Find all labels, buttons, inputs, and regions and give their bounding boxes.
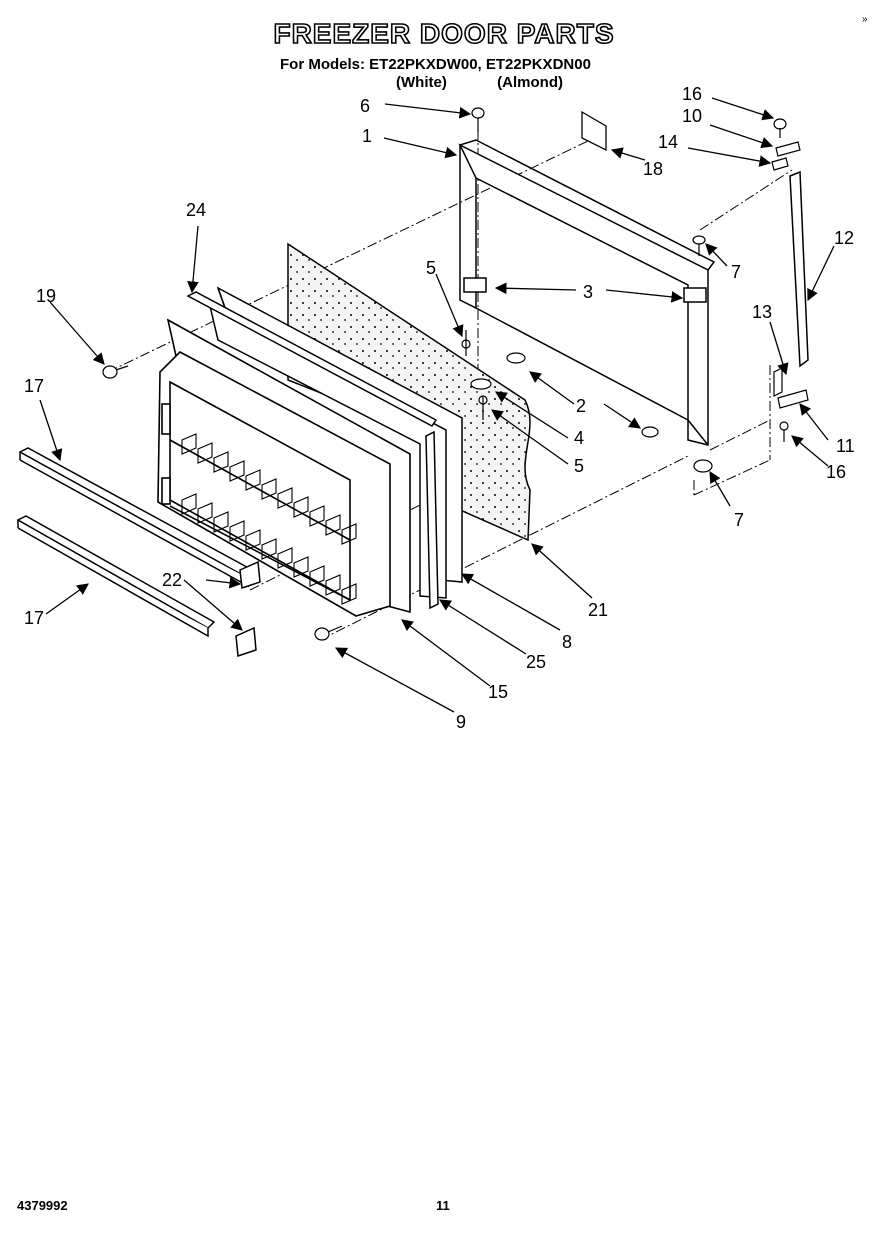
callout-24: 24: [186, 200, 206, 220]
variant-almond: (Almond): [497, 74, 563, 91]
callout-17-bottom: 17: [24, 608, 44, 628]
model-variants: (White) (Almond): [396, 74, 563, 91]
callout-12: 12: [834, 228, 854, 248]
gasket-layers: [186, 286, 463, 610]
callout-labels: 6 1 18 16 10 14 12 7 3 5 24 19 13 2 4 5 …: [24, 84, 855, 732]
page-title: FREEZER DOOR PARTS: [273, 17, 615, 50]
callout-16-bottom: 16: [826, 462, 846, 482]
variant-white: (White): [396, 74, 447, 91]
callout-7-bottom: 7: [734, 510, 744, 530]
trim-strips: [16, 447, 261, 658]
corner-mark: »: [862, 14, 868, 25]
hardware: [102, 107, 809, 641]
callout-18: 18: [643, 159, 663, 179]
document-number: 4379992: [17, 1198, 68, 1213]
callout-4: 4: [574, 428, 584, 448]
callout-9: 9: [456, 712, 466, 732]
callout-10: 10: [682, 106, 702, 126]
callout-3: 3: [583, 282, 593, 302]
models-line: For Models: ET22PKXDW00, ET22PKXDN00: [280, 56, 591, 73]
shelf-ribs: [181, 433, 357, 605]
callout-19: 19: [36, 286, 56, 306]
page-number: 11: [436, 1198, 450, 1213]
callout-25: 25: [526, 652, 546, 672]
callout-11: 11: [836, 436, 855, 456]
callout-5-bottom: 5: [574, 456, 584, 476]
hinge-strip: [789, 170, 809, 368]
leader-lines: [39, 97, 835, 713]
callout-17-top: 17: [24, 376, 44, 396]
callout-7-top: 7: [731, 262, 741, 282]
callout-22: 22: [162, 570, 182, 590]
callout-21: 21: [588, 600, 608, 620]
callout-2: 2: [576, 396, 586, 416]
callout-6: 6: [360, 96, 370, 116]
callout-8: 8: [562, 632, 572, 652]
callout-13: 13: [752, 302, 772, 322]
callout-15: 15: [488, 682, 508, 702]
door-frame: [458, 139, 716, 446]
callout-14: 14: [658, 132, 678, 152]
callout-16-top: 16: [682, 84, 702, 104]
callout-5-top: 5: [426, 258, 436, 278]
outer-door-panel: [157, 318, 411, 617]
label-sticker: [581, 110, 607, 152]
callout-1: 1: [362, 126, 372, 146]
